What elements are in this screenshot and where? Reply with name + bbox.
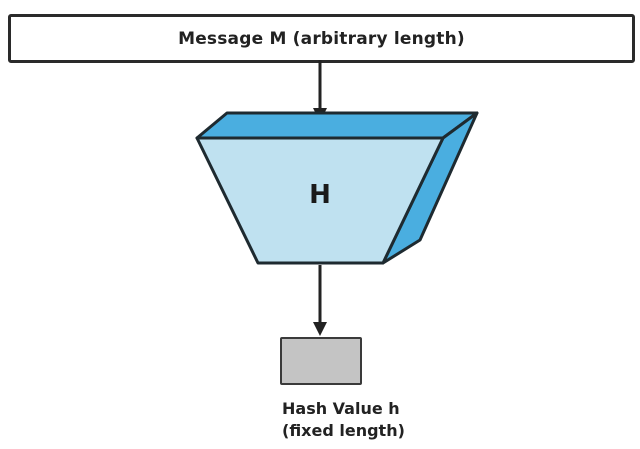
hash-block-top-face xyxy=(195,111,479,140)
hash-function-label: H xyxy=(309,180,331,210)
hash-value-label: Hash Value h (fixed length) xyxy=(282,398,405,442)
hash-value-label-line1: Hash Value h xyxy=(282,399,400,418)
message-label: Message M (arbitrary length) xyxy=(178,28,465,49)
message-box: Message M (arbitrary length) xyxy=(8,14,635,63)
hash-function-block xyxy=(195,111,479,265)
arrow-hash-to-output xyxy=(313,265,327,336)
hash-value-label-line2: (fixed length) xyxy=(282,421,405,440)
hash-value-box xyxy=(280,337,362,385)
hash-block-front-face xyxy=(195,136,445,265)
